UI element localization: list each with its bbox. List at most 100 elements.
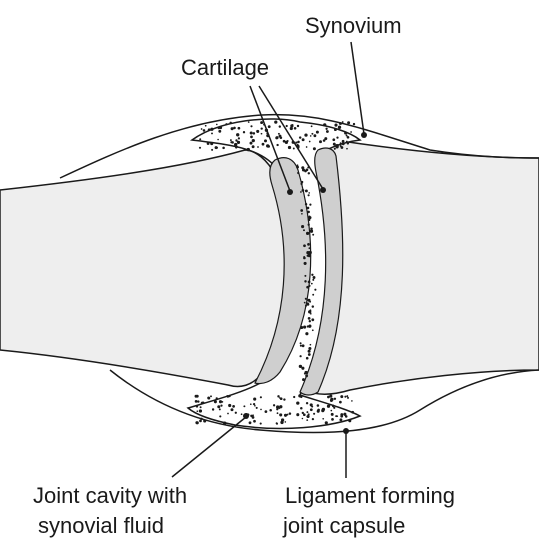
fluid-dot — [283, 398, 285, 400]
fluid-dot — [310, 408, 313, 411]
fluid-dot — [299, 355, 301, 357]
fluid-dot — [340, 395, 343, 398]
ligament-dot — [343, 428, 349, 434]
fluid-dot — [293, 148, 295, 150]
fluid-dot — [337, 415, 339, 417]
fluid-dot — [218, 127, 221, 130]
fluid-dot — [340, 145, 342, 147]
fluid-dot — [205, 125, 207, 127]
fluid-dot — [305, 189, 308, 192]
fluid-dot — [296, 413, 299, 416]
fluid-dot — [267, 145, 270, 148]
fluid-dot — [228, 404, 231, 407]
fluid-dot — [305, 332, 308, 335]
cartilage-dot-2 — [320, 187, 326, 193]
fluid-dot — [313, 413, 315, 415]
fluid-dot — [197, 400, 199, 402]
fluid-dot — [235, 139, 237, 141]
fluid-dot — [308, 194, 310, 196]
fluid-dot — [210, 142, 213, 145]
fluid-dot — [346, 148, 348, 150]
fluid-dot — [325, 421, 328, 424]
fluid-dot — [351, 411, 354, 414]
fluid-dot — [297, 144, 299, 146]
fluid-dot — [280, 421, 283, 424]
fluid-dot — [235, 412, 237, 414]
fluid-dot — [300, 407, 303, 410]
fluid-dot — [323, 123, 326, 126]
fluid-dot — [203, 129, 206, 132]
fluid-dot — [312, 294, 314, 296]
fluid-dot — [312, 418, 314, 420]
fluid-dot — [308, 350, 311, 353]
fluid-dot — [230, 139, 232, 141]
fluid-dot — [250, 136, 253, 139]
fluid-dot — [313, 276, 316, 279]
fluid-dot — [264, 139, 267, 142]
ligament-label-line2: joint capsule — [283, 513, 405, 539]
fluid-dot — [249, 421, 252, 424]
fluid-dot — [252, 145, 255, 148]
fluid-dot — [343, 413, 346, 416]
fluid-dot — [312, 279, 314, 281]
fluid-dot — [253, 398, 256, 401]
fluid-dot — [284, 414, 287, 417]
fluid-dot — [344, 132, 347, 135]
fluid-dot — [334, 398, 336, 400]
cartilage-label: Cartilage — [181, 55, 269, 81]
fluid-dot — [305, 203, 307, 205]
fluid-dot — [301, 166, 304, 169]
fluid-dot — [243, 405, 245, 407]
fluid-dot — [278, 133, 280, 135]
fluid-dot — [309, 320, 311, 322]
fluid-dot — [300, 345, 302, 347]
fluid-dot — [276, 423, 278, 425]
fluid-dot — [273, 404, 275, 406]
fluid-dot — [312, 329, 314, 331]
fluid-dot — [254, 405, 256, 407]
fluid-dot — [195, 400, 198, 403]
fluid-dot — [256, 130, 259, 133]
fluid-dot — [338, 126, 340, 128]
fluid-dot — [269, 409, 272, 412]
fluid-dot — [288, 146, 291, 149]
ligament-label-line1: Ligament forming — [285, 483, 455, 509]
fluid-dot — [303, 257, 306, 260]
fluid-dot — [308, 347, 311, 350]
fluid-dot — [307, 303, 310, 306]
fluid-dot — [311, 318, 314, 321]
fluid-dot — [311, 406, 313, 408]
fluid-dot — [308, 247, 310, 249]
fluid-dot — [229, 122, 231, 124]
fluid-dot — [216, 397, 218, 399]
fluid-dot — [306, 402, 308, 404]
fluid-dot — [302, 418, 304, 420]
fluid-dot — [308, 281, 311, 284]
fluid-dot — [330, 398, 333, 401]
fluid-dot — [332, 138, 335, 141]
fluid-dot — [238, 137, 240, 139]
fluid-dot — [307, 243, 310, 246]
fluid-dot — [294, 127, 297, 130]
fluid-dot — [300, 209, 303, 212]
fluid-dot — [309, 325, 312, 328]
joint-cavity-dot — [243, 413, 249, 419]
fluid-dot — [284, 421, 286, 423]
fluid-dot — [301, 213, 303, 215]
fluid-dot — [324, 137, 327, 140]
fluid-dot — [353, 123, 355, 125]
joint-cavity-label-line2: synovial fluid — [38, 513, 164, 539]
fluid-dot — [304, 133, 307, 136]
joint-cavity-pointer — [172, 417, 246, 477]
fluid-dot — [299, 136, 301, 138]
fluid-dot — [306, 286, 309, 289]
fluid-dot — [311, 125, 313, 127]
fluid-dot — [304, 262, 307, 265]
fluid-dot — [306, 419, 308, 421]
fluid-dot — [297, 172, 299, 174]
fluid-dot — [334, 128, 337, 131]
fluid-dot — [309, 204, 311, 206]
fluid-dot — [313, 134, 316, 137]
fluid-dot — [241, 413, 243, 415]
